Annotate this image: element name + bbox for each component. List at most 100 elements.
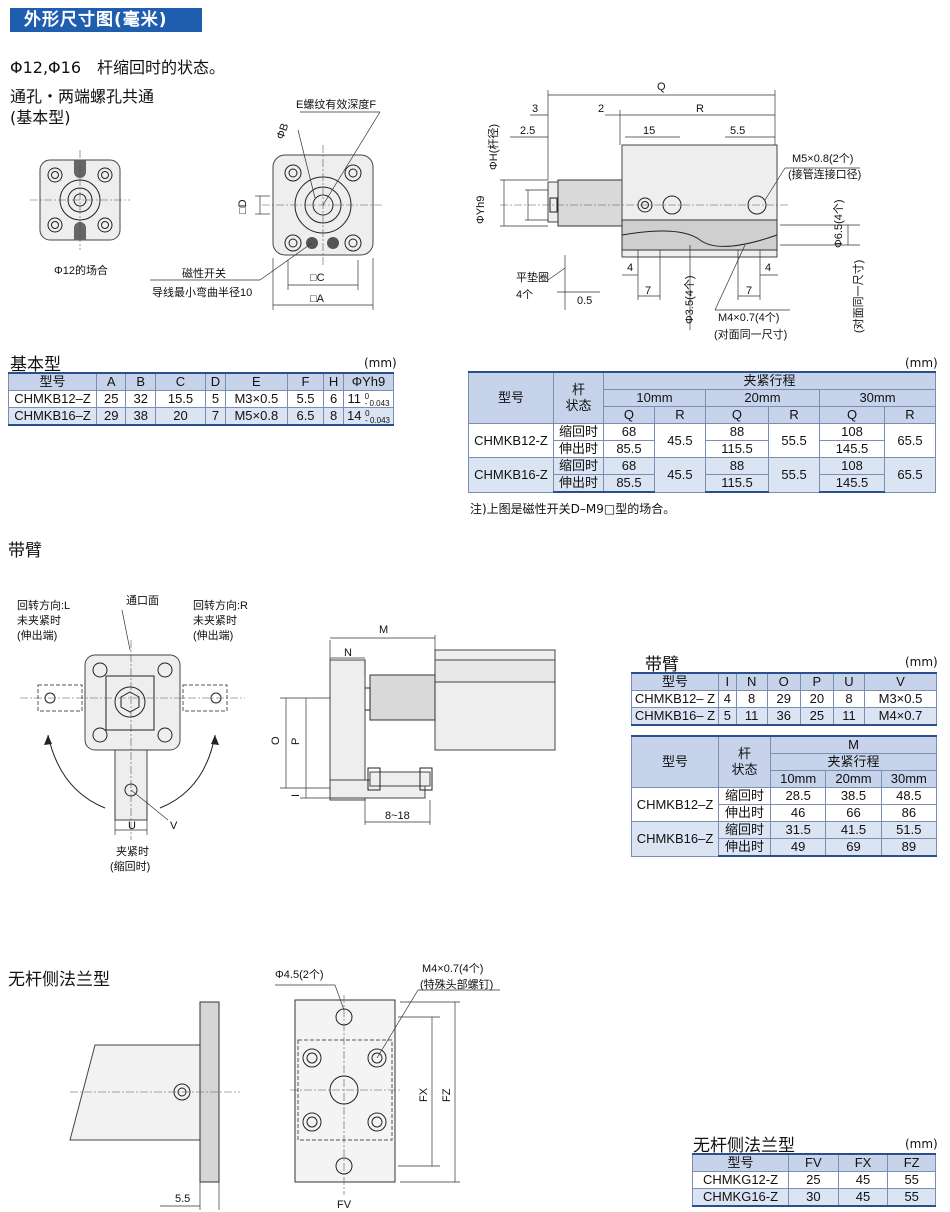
flange-side-view [69,1001,240,1210]
dim-15: 15 [643,125,655,137]
port-size-label: (接管连接口径) [788,167,861,181]
section-subtitle-basic: (基本型) [10,108,71,127]
arm-front-view-drawing: 通口面 回转方向:L 未夹紧时 (伸出端) 回转方向:R 未夹紧时 (伸出端) … [17,594,248,873]
dim-2-5: 2.5 [520,125,535,137]
dim-range: 8~18 [385,810,410,822]
dim-r: R [696,103,704,115]
d-label: □D [237,199,249,214]
flange-table-unit: (mm) [905,1137,938,1151]
section-title-basic-state: Φ12,Φ16 杆缩回时的状态。 [10,58,225,77]
b-label: ΦB [275,122,292,141]
tolerance: 0- 0.043 [364,391,390,408]
arm-table-unit: (mm) [905,655,938,669]
arm-side-view-drawing: M N O P I 8~18 [270,624,556,825]
dim-o: O [270,736,282,745]
col-h: H [323,372,344,391]
opposite-note: (对面同一尺寸) [851,260,865,333]
dim-fv: FV [337,1199,352,1211]
arm-stroke-table: 型号 杆状态 M 夹紧行程 10mm 20mm 30mm CHMKB12–Z 缩… [631,735,938,857]
dim-7-right: 7 [746,285,752,297]
dim-5-5-flange: 5.5 [175,1193,190,1205]
rotation-left-label: 回转方向:L [17,598,70,612]
c-label: □C [310,272,325,284]
dim-i: I [290,794,302,797]
dim-3: 3 [532,103,538,115]
stroke-table-unit: (mm) [905,356,938,370]
dim-u: U [128,820,136,832]
dim-4-right: 4 [765,262,771,274]
arm-table-title: 带臂 [645,655,679,675]
dim-fx: FX [418,1087,430,1102]
dim-7-left: 7 [645,285,651,297]
unclamp-left-label: 未夹紧时 [17,614,61,627]
flange-screw-label: M4×0.7(4个) [422,962,483,975]
e-thread-label: E螺纹有效深度F [296,97,376,111]
dim-fz: FZ [441,1088,453,1102]
arm-side-view [280,635,556,825]
extend-right-label: (伸出端) [193,628,233,642]
dim-v: V [170,820,178,832]
dim-n: N [344,647,352,659]
yh9-label: ΦYh9 [475,196,487,224]
col-e: E [224,372,288,391]
extend-left-label: (伸出端) [17,628,57,642]
port-face-label: 通口面 [126,594,159,607]
rotation-right-label: 回转方向:R [193,598,248,612]
washer-count: 4个 [516,288,533,301]
dim-q: Q [657,81,666,93]
basic-table-unit: (mm) [364,356,397,370]
tolerance: 0- 0.043 [365,408,390,425]
dim-2: 2 [598,103,604,115]
end-view-drawing: Φ12的场合 E螺纹有效深度F ΦB □D □C □A 磁性开关 导线最小弯曲半… [30,97,384,310]
dim-4-left: 4 [627,262,633,274]
page-banner: 外形尺寸图(毫米) [10,8,202,32]
stroke-note: 注)上图是磁性开关D–M9□型的场合。 [470,502,676,516]
table-row: CHMKB12–Z 缩回时 28.5 38.5 48.5 [631,787,938,822]
unclamp-right-label: 未夹紧时 [193,614,237,627]
section-subtitle-common: 通孔・两端螺孔共通 [10,87,155,106]
flange-front-view [275,984,500,1195]
flange-front-view-drawing: Φ4.5(2个) M4×0.7(4个) (特殊头部螺钉) FX FZ FV [275,962,500,1211]
dim-p: P [290,738,302,745]
dim-0-5: 0.5 [577,295,592,307]
basic-table-title: 基本型 [10,355,61,375]
switch-label: 磁性开关 [182,266,226,280]
arm-front-view [20,609,245,840]
flange-screw-note: (特殊头部螺钉) [420,977,493,991]
case-label: Φ12的场合 [54,263,108,277]
flange-side-view-drawing: 5.5 [69,1001,240,1210]
hole-3-5-label: Φ3.5(4个) [683,275,696,324]
side-view-drawing: Q R 3 2 2.5 15 5.5 M5×0.8(2个) (接管连接口径) Φ… [475,81,865,341]
bend-radius-label: 导线最小弯曲半径10 [152,285,252,299]
flange-table-title: 无杆侧法兰型 [693,1136,795,1156]
flange-hole-label: Φ4.5(2个) [275,968,324,981]
retract-label: (缩回时) [110,860,150,873]
m4-note-label: (对面同一尺寸) [714,327,787,341]
table-row: CHMKB16–Z 缩回时 31.5 41.5 51.5 [631,821,938,857]
dim-5-5: 5.5 [730,125,745,137]
end-view-main [150,111,384,310]
hole-6-5-label: Φ6.5(4个) [832,199,845,248]
rod-dia-label: ΦH(杆径) [486,124,500,170]
table-row: 伸出时 49 69 89 [632,838,938,857]
m4-thread-label: M4×0.7(4个) [718,311,779,324]
washer-label: 平垫圈 [516,270,549,284]
section-title-flange: 无杆侧法兰型 [8,970,110,990]
port-thread-label: M5×0.8(2个) [792,152,853,165]
dim-m: M [379,624,388,636]
section-title-arm: 带臂 [8,541,42,561]
table-row: 伸出时 85.5 115.5 145.5 [469,474,936,493]
clamp-label: 夹紧时 [116,845,149,858]
